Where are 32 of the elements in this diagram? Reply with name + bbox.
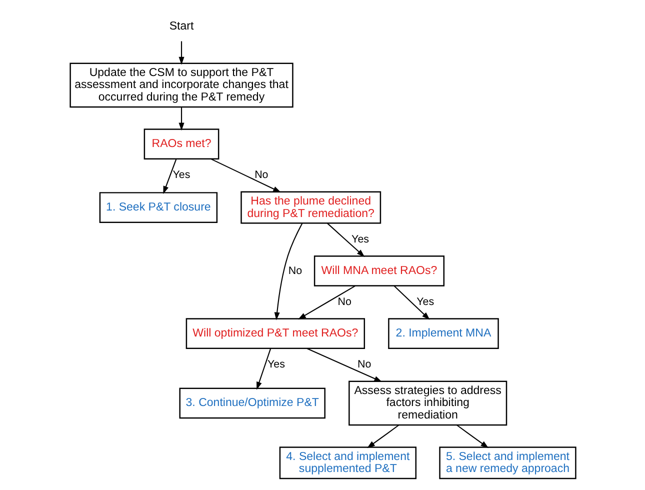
arrow bbox=[393, 286, 430, 320]
arrow bbox=[306, 348, 382, 382]
node-box: 4. Select and implement supplemented P&T bbox=[278, 446, 416, 480]
edge-label: No bbox=[254, 169, 268, 182]
arrow bbox=[297, 285, 355, 320]
edge-label: No bbox=[357, 358, 371, 371]
node-box: 2. Implement MNA bbox=[388, 318, 498, 349]
edge-label: Yes bbox=[172, 169, 190, 182]
node-box: Will optimized P&T meet RAOs? bbox=[185, 318, 365, 349]
arrow bbox=[256, 348, 271, 390]
node-box: Will MNA meet RAOs? bbox=[313, 256, 444, 286]
node-box: 3. Continue/Optimize P&T bbox=[178, 388, 325, 419]
arrow bbox=[210, 158, 281, 192]
node-box: Assess strategies to address factors inhibiting remediation bbox=[348, 380, 507, 426]
edge-label: No bbox=[288, 264, 302, 277]
node-box: 5. Select and implement a new remedy approach bbox=[438, 446, 576, 480]
node-text: Start bbox=[168, 20, 194, 32]
edge-label: Yes bbox=[267, 358, 284, 371]
node-box: RAOs met? bbox=[143, 128, 219, 160]
arrow bbox=[366, 424, 399, 448]
edge-label: No bbox=[337, 296, 351, 308]
node-box: Update the CSM to support the P&T assessment and incorporate changes that occurred during the P&T remedy bbox=[69, 62, 293, 108]
arrow bbox=[178, 41, 184, 65]
arrow bbox=[162, 158, 176, 194]
arrow bbox=[274, 223, 302, 320]
edge-label: Yes bbox=[351, 233, 368, 246]
node-box: 1. Seek P&T closure bbox=[98, 192, 218, 223]
arrow bbox=[326, 222, 364, 258]
arrow bbox=[178, 107, 184, 131]
node-box: Has the plume declined during P&T remediation? bbox=[240, 191, 381, 224]
arrow bbox=[456, 424, 488, 448]
edge-label: Yes bbox=[416, 296, 434, 308]
